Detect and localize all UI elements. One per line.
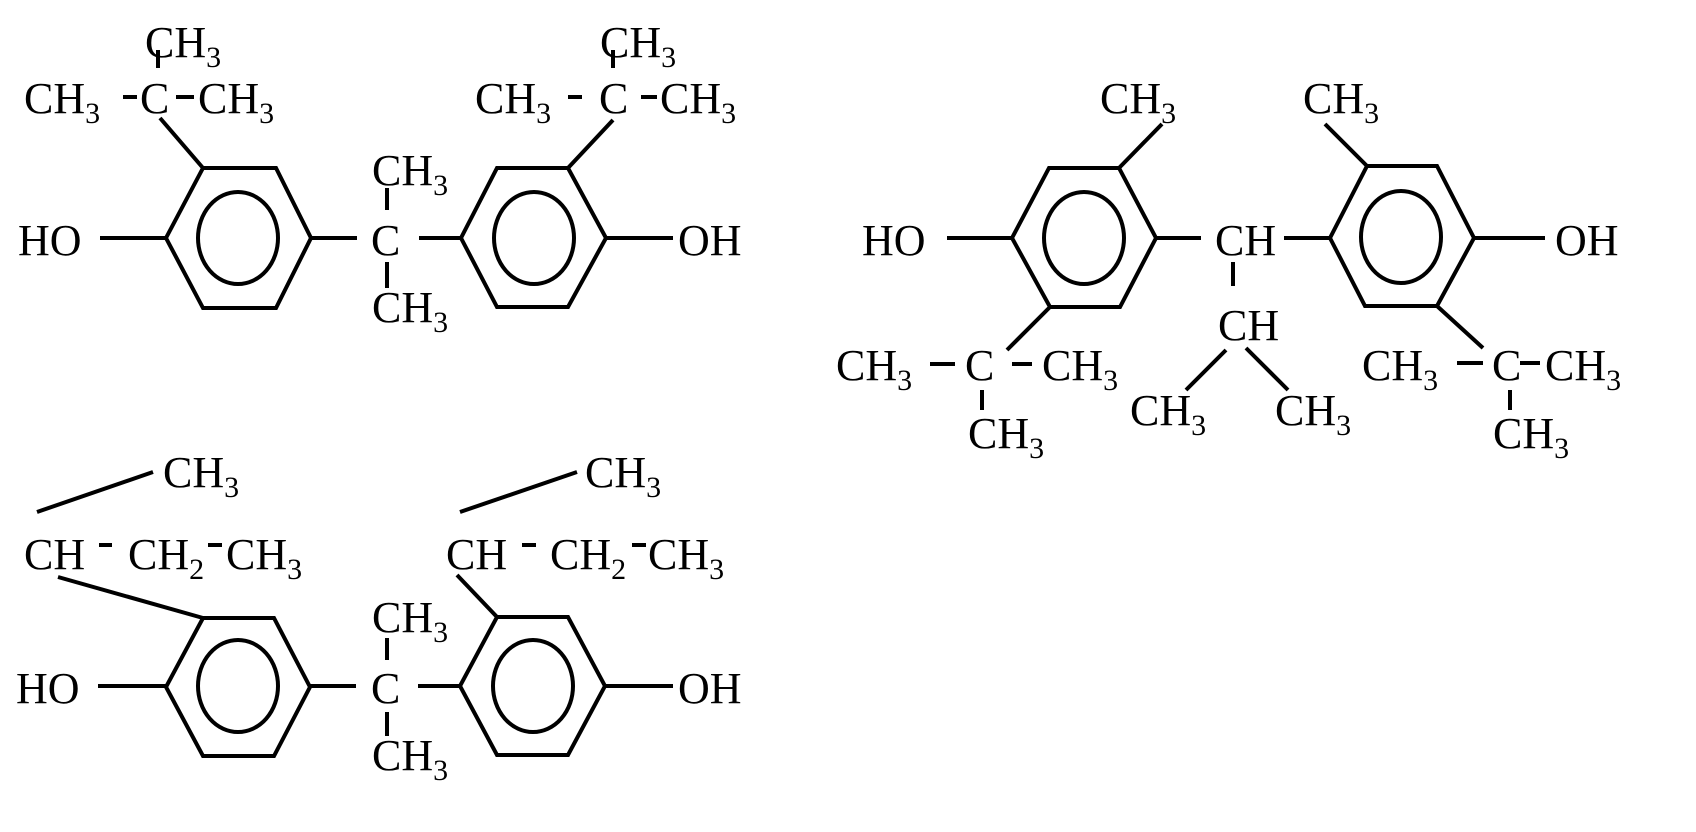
central-carbon-label: C	[371, 216, 400, 265]
bond-iso-left	[1184, 348, 1228, 392]
aromatic-circle-1	[196, 190, 280, 286]
benzene-ring-6	[457, 615, 608, 757]
bond-iso-right	[1244, 346, 1290, 392]
hydroxyl-label-left: HO	[16, 664, 80, 713]
methyl-label: CH3	[1275, 386, 1351, 442]
methyl-label: CH3	[968, 409, 1044, 465]
methyl-label: CH3	[372, 283, 448, 339]
quaternary-carbon-label: C	[965, 341, 994, 390]
bond-ring4-tbu	[1435, 304, 1485, 350]
benzene-ring-4	[1327, 164, 1477, 308]
methyl-label: CH3	[1362, 341, 1438, 397]
methyl-label: CH3	[372, 146, 448, 202]
quaternary-carbon-label: C	[599, 74, 628, 123]
hydroxyl-label-right: OH	[678, 216, 742, 265]
isopropyl-ch-label: CH	[1218, 301, 1279, 350]
bond-ring3-tbu	[1005, 305, 1052, 352]
aromatic-circle-2	[492, 190, 576, 286]
methyl-label: CH3	[475, 74, 551, 130]
hydroxyl-label-right: OH	[678, 664, 742, 713]
bond-ring4-methyl	[1323, 122, 1369, 168]
bond-secbutyl2-ring6	[455, 573, 499, 619]
hydroxyl-label-left: HO	[862, 216, 926, 265]
bond-secbutyl2-methyl	[459, 470, 578, 514]
methyl-label: CH3	[1493, 409, 1569, 465]
hydroxyl-label-right: OH	[1555, 216, 1619, 265]
methyl-label: CH3	[1130, 386, 1206, 442]
methyl-label: CH3	[163, 448, 239, 504]
methyl-label: CH3	[836, 341, 912, 397]
molecule-2-isobutylidene-bisphenol: HO OH CH3 CH3 CH CH CH3 CH3 CH3 C CH3 CH…	[836, 74, 1621, 465]
bond-ring1-tbu	[158, 116, 205, 170]
bond-ring3-methyl	[1117, 122, 1164, 170]
aromatic-circle-3	[1042, 190, 1126, 286]
methyl-label: CH3	[372, 731, 448, 787]
methyl-label: CH3	[1303, 74, 1379, 130]
methyl-label: CH3	[648, 530, 724, 586]
methyl-label: CH3	[1100, 74, 1176, 130]
methylene-label: CH2	[128, 530, 204, 586]
molecule-3-sec-butyl-bisphenol: HO OH CH3 CH CH2 CH3 CH3 CH CH2 CH3 CH3 …	[16, 448, 742, 787]
methylene-label: CH2	[550, 530, 626, 586]
methyl-label: CH3	[145, 18, 221, 74]
aromatic-circle-4	[1359, 189, 1443, 285]
benzene-ring-1	[163, 166, 314, 310]
methyl-label: CH3	[585, 448, 661, 504]
methyl-label: CH3	[660, 74, 736, 130]
hydroxyl-label-left: HO	[18, 216, 82, 265]
methine-label: CH	[446, 530, 507, 579]
methyl-label: CH3	[24, 74, 100, 130]
methyl-label: CH3	[600, 18, 676, 74]
quaternary-carbon-label: C	[1492, 341, 1521, 390]
benzene-ring-2	[458, 166, 609, 309]
central-carbon-label: C	[371, 664, 400, 713]
methyl-label: CH3	[372, 593, 448, 649]
methyl-label: CH3	[1545, 341, 1621, 397]
bond-secbutyl1-ring5	[57, 575, 204, 620]
methyl-label: CH3	[198, 74, 274, 130]
methine-label: CH	[24, 530, 85, 579]
benzene-ring-3	[1009, 166, 1159, 309]
aromatic-circle-5	[196, 638, 280, 734]
bridge-ch-label: CH	[1215, 216, 1276, 265]
quaternary-carbon-label: C	[140, 74, 169, 123]
bond-secbutyl1-methyl	[36, 470, 154, 514]
methyl-label: CH3	[226, 530, 302, 586]
bond-ring2-tbu	[566, 118, 615, 170]
aromatic-circle-6	[491, 638, 575, 734]
methyl-label: CH3	[1042, 341, 1118, 397]
molecule-1-tert-butyl-bisphenol: HO OH CH3 CH3 C CH3 CH3 CH3 C CH3 CH3 C …	[18, 18, 742, 339]
